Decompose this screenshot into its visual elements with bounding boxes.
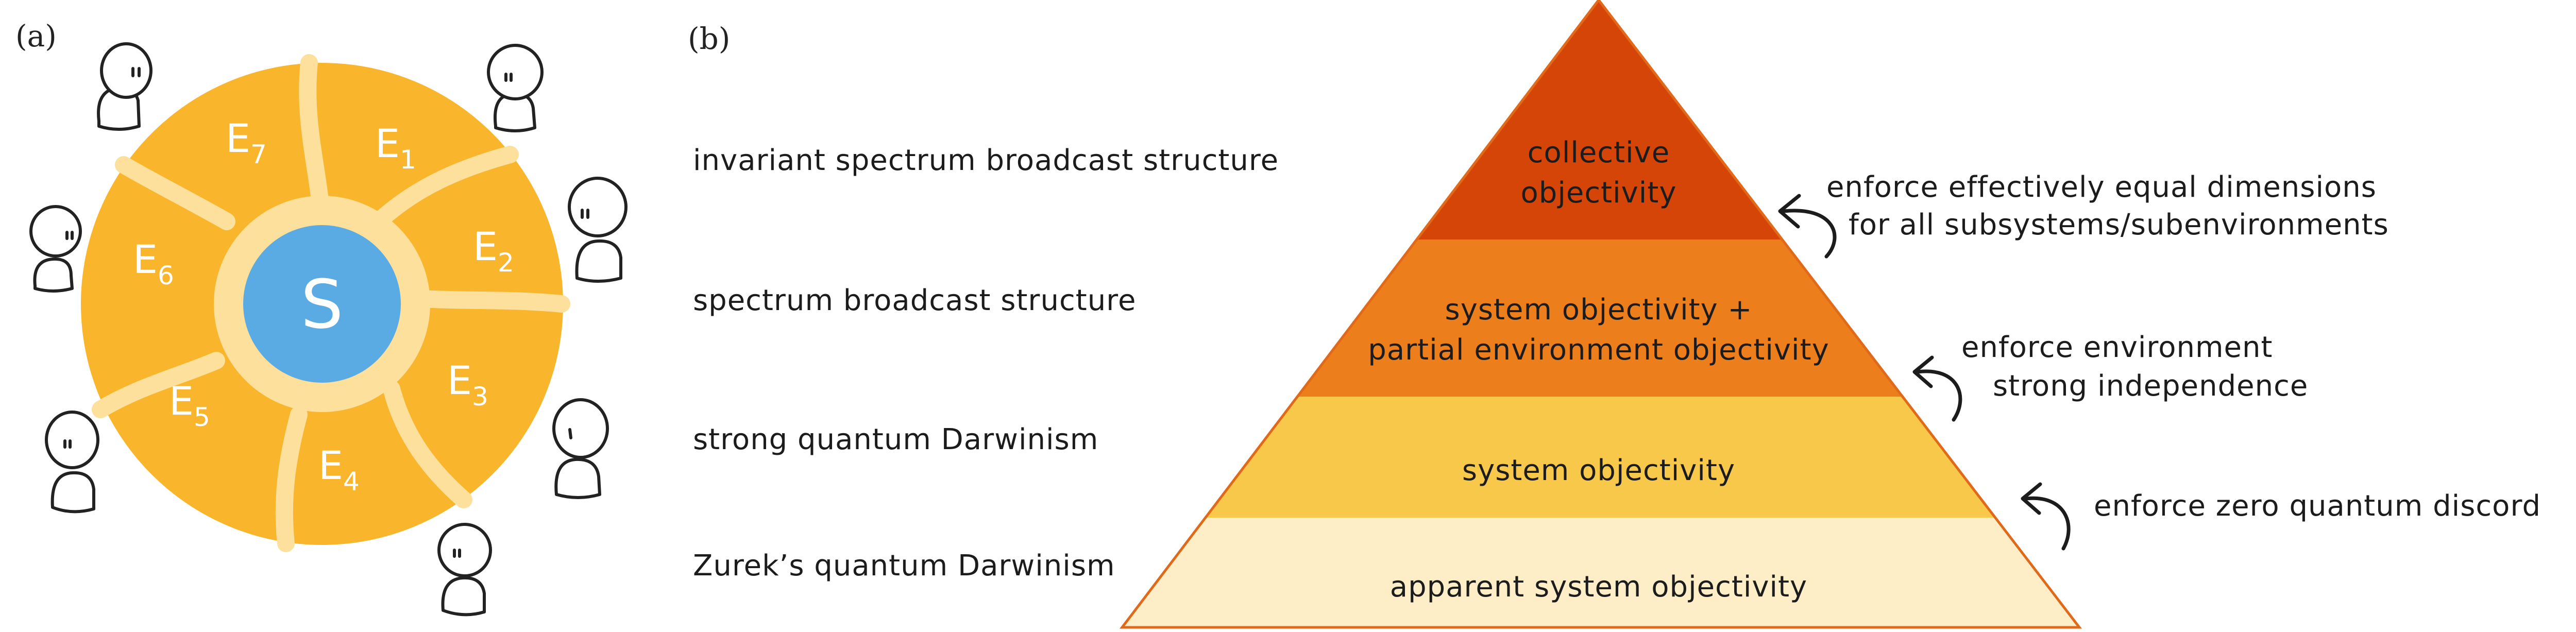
- system-label: S: [301, 265, 344, 344]
- pyramid-tier-label: system objectivity +: [1445, 293, 1753, 327]
- environment-label: E7: [226, 115, 267, 169]
- pyramid-tier-label: partial environment objectivity: [1368, 333, 1829, 367]
- level-names: invariant spectrum broadcast structure s…: [693, 144, 1279, 583]
- condition-note: enforce environment: [1961, 331, 2273, 364]
- condition-notes: enforce effectively equal dimensions for…: [1826, 170, 2541, 523]
- observer-figure: [437, 523, 492, 617]
- observers: [29, 42, 628, 617]
- environment-labels: E1 E2 E3 E4 E5 E6 E7: [133, 115, 514, 497]
- panel-b: (b) invariant spectrum broadcast structu…: [688, 0, 2541, 629]
- pyramid-tier-apparent: [1122, 518, 2079, 627]
- pyramid-tier-label: collective: [1528, 136, 1670, 169]
- pyramid-outline: [1119, 0, 2082, 629]
- level-name: Zurek’s quantum Darwinism: [693, 549, 1115, 583]
- condition-note: enforce effectively equal dimensions: [1826, 170, 2377, 204]
- system-core: [243, 225, 401, 383]
- environment-label: E6: [133, 236, 174, 291]
- condition-note: enforce zero quantum discord: [2094, 489, 2541, 523]
- curved-arrow-icon: [1912, 355, 1962, 422]
- level-name: strong quantum Darwinism: [693, 423, 1098, 456]
- condition-note: strong independence: [1993, 369, 2308, 403]
- panel-a-label: (a): [15, 19, 57, 54]
- environment-label: E1: [375, 121, 416, 175]
- condition-arrows: [1778, 194, 2071, 551]
- observer-figure: [568, 177, 628, 283]
- panel-a: (a) S E1 E2 E3 E4 E5 E6 E7: [15, 19, 628, 617]
- environment-label: E5: [169, 378, 210, 432]
- environment-label: E4: [318, 442, 360, 497]
- environment-label: E3: [447, 357, 488, 412]
- observer-figure: [29, 205, 82, 293]
- pyramid-labels: collective objectivity system objectivit…: [1368, 136, 1829, 604]
- level-name: spectrum broadcast structure: [693, 284, 1136, 317]
- curved-arrow-icon: [2021, 482, 2071, 551]
- observer-figure: [552, 398, 609, 499]
- condition-note: for all subsystems/subenvironments: [1849, 208, 2389, 242]
- fragment-boundaries: [92, 54, 570, 552]
- pyramid-tier-label: objectivity: [1521, 176, 1677, 210]
- pyramid-tier-label: system objectivity: [1462, 454, 1735, 487]
- observer-figure: [487, 44, 544, 132]
- observer-figure: [97, 42, 152, 131]
- curved-arrow-icon: [1778, 194, 1837, 259]
- level-name: invariant spectrum broadcast structure: [693, 144, 1279, 177]
- pyramid-tier-label: apparent system objectivity: [1390, 570, 1807, 604]
- environment-label: E2: [473, 224, 514, 278]
- panel-b-label: (b): [688, 21, 730, 56]
- observer-figure: [45, 411, 99, 514]
